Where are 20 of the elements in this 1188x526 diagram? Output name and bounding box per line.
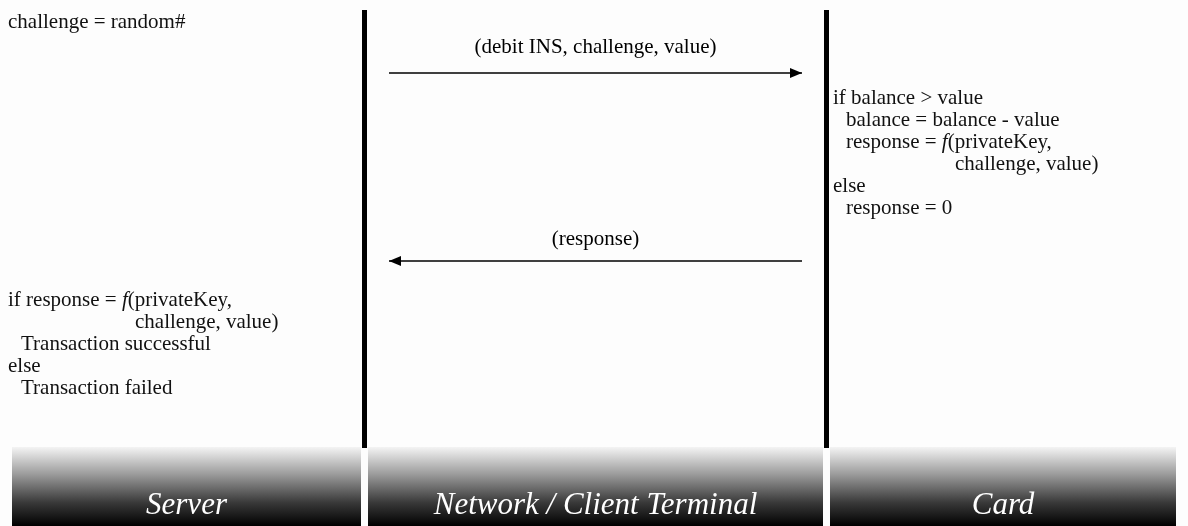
pseudocode-line: if response = f(privateKey, challenge, value) <box>8 288 280 332</box>
lifeline-bar <box>824 10 829 448</box>
pseudocode-line: balance = balance - value <box>846 108 1060 130</box>
pseudocode-line: response = f(privateKey, challenge, value) <box>846 130 1100 174</box>
lane-header-band <box>368 447 823 526</box>
pseudocode-line: challenge = random# <box>8 10 186 32</box>
message-arrow <box>388 256 803 266</box>
message-arrow <box>388 68 803 78</box>
pseudocode-line: else <box>8 354 41 376</box>
lane-header-band <box>12 447 361 526</box>
pseudocode-line: Transaction failed <box>21 376 173 398</box>
lane-header-band <box>830 447 1176 526</box>
pseudocode-line: response = 0 <box>846 196 953 218</box>
pseudocode-line: Transaction successful <box>21 332 211 354</box>
lane-title: Server <box>145 486 228 522</box>
pseudocode-line: else <box>833 174 866 196</box>
pseudocode-line: if balance > value <box>833 86 983 108</box>
lane-title: Network / Client Terminal <box>432 486 759 522</box>
lifeline-bar <box>362 10 367 448</box>
lane-title: Card <box>970 486 1036 522</box>
